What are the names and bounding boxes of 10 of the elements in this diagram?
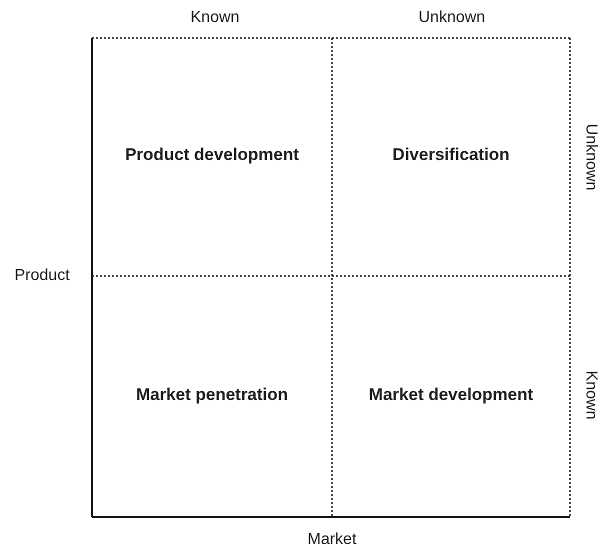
quadrant-label: Diversification: [392, 145, 510, 165]
row-header: Unknown: [580, 124, 599, 190]
axis-label: Product: [14, 267, 70, 285]
quadrant-label: Market development: [368, 384, 534, 404]
quadrant-label: Market penetration: [136, 384, 288, 404]
column-header: Known: [190, 9, 240, 27]
row-header: Known: [580, 370, 599, 420]
axis-label: Market: [308, 531, 356, 549]
column-header: Unknown: [418, 9, 486, 27]
quadrant-label: Product development: [125, 145, 299, 165]
